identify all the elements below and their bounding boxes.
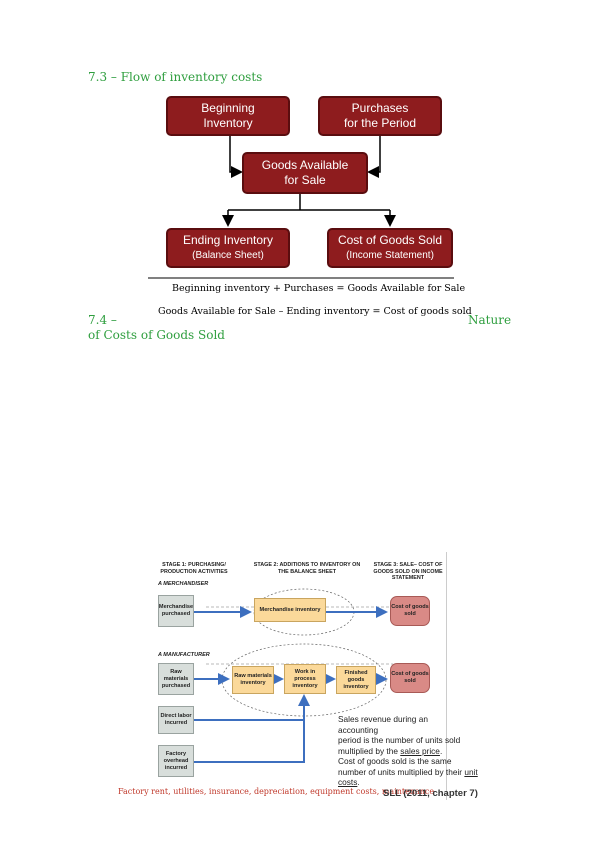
sales-note-line3: multiplied by the sales price. [338,746,468,757]
section-7-4-suffix: Nature [468,313,512,327]
sales-note-line2: period is the number of units sold [338,735,461,745]
cogs-note-text: number of units multiplied by their [338,766,465,777]
goods-available-line2: for Sale [284,173,326,187]
equation-available-minus-ending: Goods Available for Sale – Ending invent… [158,306,472,317]
equation-beginning-plus-purchases: Beginning inventory + Purchases = Goods … [172,283,466,294]
section-7-4-prefix: 7.4 – [88,313,117,327]
cogs-line1: Cost of Goods Sold [337,233,443,247]
merchandiser-label: A MERCHANDISER [158,581,209,587]
goods-available-line1: Goods Available [261,158,349,172]
cogs-note-period: . [357,777,360,787]
merchandise-inventory-box: Merchandise inventory [254,598,326,622]
inventory-stages-figure: STAGE 1: PURCHASING/ PRODUCTION ACTIVITI… [148,552,447,800]
cost-of-goods-sold-box-1: Cost of goods sold [390,596,430,626]
manufacturer-label: A MANUFACTURER [158,652,210,658]
stage-2-header: STAGE 2: ADDITIONS TO INVENTORY ON THE B… [253,562,361,575]
beginning-inventory-line2: Inventory [203,116,253,130]
cogs-note: Cost of goods sold is the same number of… [338,756,478,788]
raw-materials-inventory-box: Raw materials inventory [232,666,274,694]
purchases-line1: Purchases [351,101,409,115]
section-7-4-line2: of Costs of Goods Sold [88,328,225,342]
purchases-box: Purchases for the Period [318,96,442,136]
direct-labor-box: Direct labor incurred [158,706,194,734]
sales-note-text: multiplied by the [338,745,401,756]
finished-goods-inventory-box: Finished goods inventory [336,666,376,694]
beginning-inventory-box: Beginning Inventory [166,96,290,136]
figure-connectors [194,588,393,763]
merchandise-purchased-box: Merchandise purchased [158,595,194,627]
cogs-line2: (Income Statement) [346,250,434,261]
cogs-note-line2: number of units multiplied by their unit [338,767,478,778]
sales-note-period: . [439,745,443,756]
section-7-3-heading: 7.3 – Flow of inventory costs [88,70,263,84]
ending-inventory-line1: Ending Inventory [182,233,274,247]
ending-inventory-line2: (Balance Sheet) [192,250,264,261]
goods-available-box: Goods Available for Sale [242,152,368,194]
sales-note-line1: Sales revenue during an accounting [338,714,428,735]
cogs-note-line3: costs. [338,777,478,788]
overhead-examples-text: Factory rent, utilities, insurance, depr… [118,787,435,796]
stage-3-header: STAGE 3: SALE– COST OF GOODS SOLD ON INC… [373,562,443,581]
stage-1-header: STAGE 1: PURCHASING/ PRODUCTION ACTIVITI… [160,562,228,575]
sales-revenue-note: Sales revenue during an accounting perio… [338,714,468,756]
cogs-note-line1: Cost of goods sold is the same [338,756,452,766]
raw-materials-purchased-box: Raw materials purchased [158,663,194,695]
cost-of-goods-sold-box-2: Cost of goods sold [390,663,430,693]
citation: SLL (2011, chapter 7) [383,788,478,799]
factory-overhead-box: Factory overhead incurred [158,745,194,777]
flow-connectors [148,136,454,279]
beginning-inventory-line1: Beginning [201,101,255,115]
purchases-line2: for the Period [343,116,417,130]
sales-price-term: sales price [400,745,440,756]
cogs-box: Cost of Goods Sold (Income Statement) [327,228,453,268]
work-in-process-inventory-box: Work in process inventory [284,664,326,694]
costs-term: costs [338,777,358,787]
ending-inventory-box: Ending Inventory (Balance Sheet) [166,228,290,268]
unit-term: unit [464,766,478,777]
